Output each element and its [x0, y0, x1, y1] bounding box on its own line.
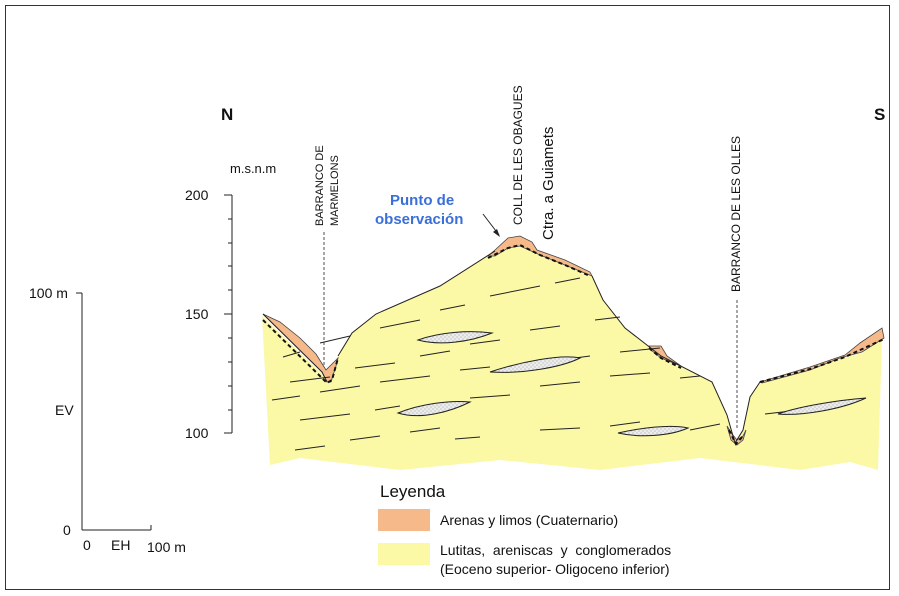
bedding-lines: [271, 277, 801, 451]
quaternary-right-hill: [758, 327, 885, 384]
vertical-scale-name: EV: [55, 402, 74, 418]
horizontal-origin-label: 0: [83, 537, 91, 553]
barranco-marmelons-label-line1: BARRANCO DE: [314, 145, 326, 226]
diagram-frame: [5, 5, 890, 590]
elevation-axis: [224, 194, 233, 434]
legend-label-eocene-line1: Lutitas, areniscas y conglomerados: [440, 542, 671, 558]
coll-obagues-label: COLL DE LES OBAGUES: [511, 85, 525, 225]
sandstone-lenses: [396, 331, 867, 437]
legend-swatch-quaternary: [378, 509, 430, 531]
legend-swatch-eocene: [378, 543, 430, 565]
vertical-scale-label: 100 m: [29, 285, 68, 301]
legend-title: Leyenda: [380, 482, 446, 501]
tick-label-100: 100: [185, 425, 209, 441]
observation-arrow: [482, 213, 500, 237]
tick-label-200: 200: [185, 187, 209, 203]
legend-label-quaternary: Arenas y limos (Cuaternario): [440, 512, 618, 528]
axis-unit-label: m.s.n.m: [230, 161, 276, 176]
barranco-olles-label: BARRANCO DE LES OLLES: [729, 136, 743, 292]
horizontal-scale-label: 100 m: [147, 539, 186, 555]
barranco-marmelons-label-line2: MARMELONS: [329, 155, 341, 226]
scale-origin-label: 0: [63, 522, 71, 538]
horizontal-scale-name: EH: [111, 537, 130, 553]
tick-label-150: 150: [185, 306, 209, 322]
topographic-surface: [262, 250, 761, 445]
quaternary-valley-olles: [726, 425, 747, 446]
contact-line: [262, 243, 885, 446]
north-label: N: [221, 105, 233, 124]
south-label: S: [874, 105, 885, 124]
observation-point-line1: Punto de: [390, 192, 454, 209]
ctra-guiamets-label: Ctra. a Guiamets: [540, 127, 557, 240]
observation-point-line2: observación: [375, 211, 463, 228]
legend-label-eocene-line2: (Eoceno superior- Oligoceno inferior): [440, 561, 670, 577]
scale-bars: [76, 292, 152, 531]
